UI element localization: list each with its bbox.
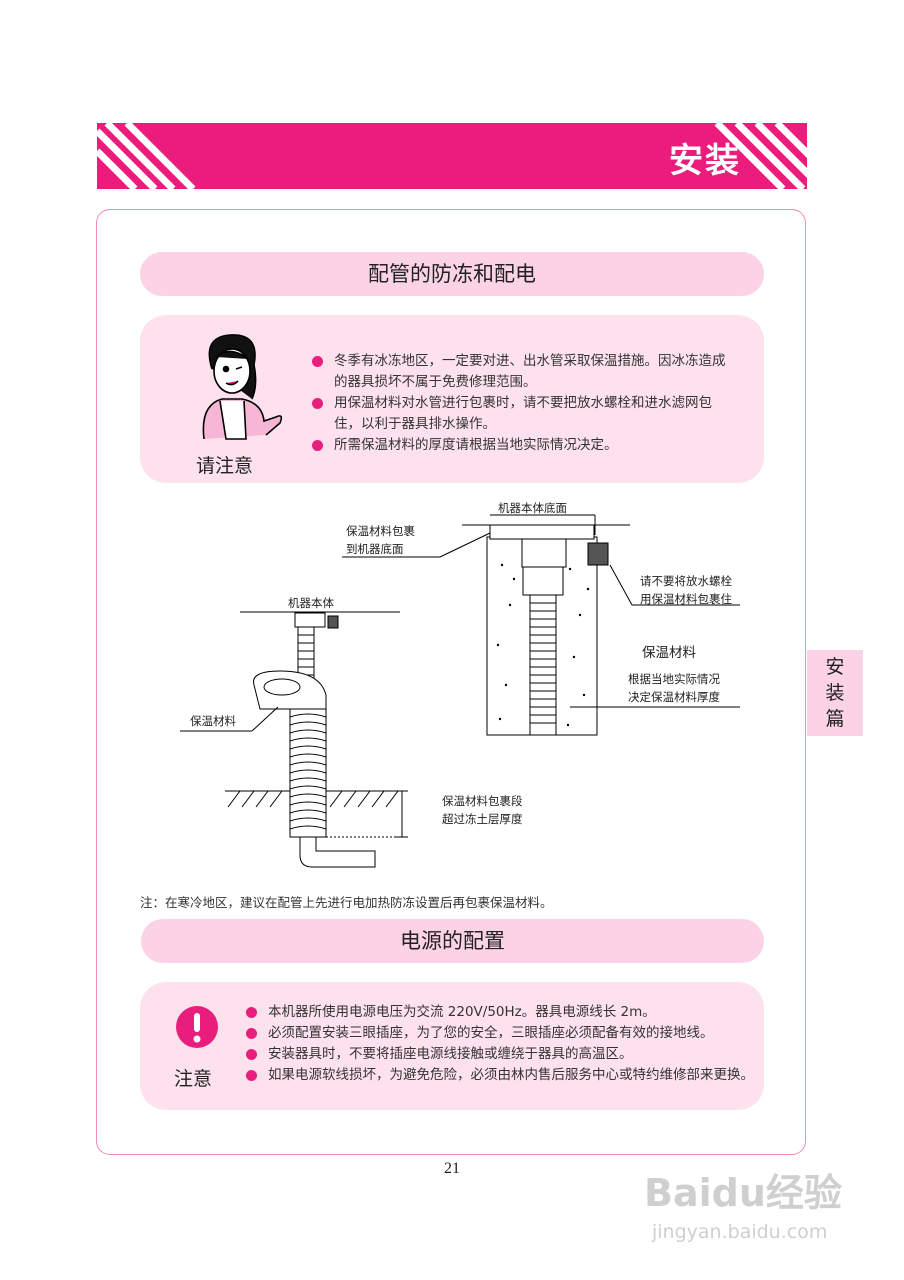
content-panel: [96, 209, 806, 1155]
list-item: 用保温材料对水管进行包裹时，请不要把放水螺栓和进水滤网包住，以利于器具排水操作。: [312, 393, 732, 435]
side-tab-char: 安: [825, 656, 845, 678]
side-tab-char: 篇: [825, 708, 845, 730]
notice-label-please-note: 请注意: [196, 455, 254, 477]
page-number: 21: [444, 1160, 460, 1177]
woman-illustration: [202, 334, 283, 440]
power-bullets: 本机器所使用电源电压为交流 220V/50Hz。器具电源线长 2m。 必须配置安…: [246, 1002, 761, 1086]
footnote: 注：在寒冷地区，建议在配管上先进行电加热防冻设置后再包裹保温材料。: [140, 895, 553, 910]
list-item: 必须配置安装三眼插座，为了您的安全，三眼插座必须配备有效的接地线。: [246, 1023, 761, 1044]
side-tab: 安 装 篇: [807, 650, 863, 736]
watermark-url: jingyan.baidu.com: [651, 1221, 827, 1243]
label-insulation-right: 保温材料: [642, 645, 696, 661]
side-tab-char: 装: [825, 682, 845, 704]
list-item: 冬季有冰冻地区，一定要对进、出水管采取保温措施。因冰冻造成的器具损坏不属于免费修…: [312, 351, 732, 393]
label-exceed-frost-layer: 超过冻土层厚度: [442, 812, 523, 826]
section-title-antifreeze: 配管的防冻和配电: [140, 252, 764, 296]
list-item: 安装器具时，不要将插座电源线接触或缠绕于器具的高温区。: [246, 1044, 761, 1065]
label-machine-bottom: 机器本体底面: [498, 501, 567, 515]
antifreeze-bullets: 冬季有冰冻地区，一定要对进、出水管采取保温措施。因冰冻造成的器具损坏不属于免费修…: [312, 351, 732, 456]
label-wrap-to-bottom-1: 保温材料包裹: [346, 524, 415, 538]
label-insulation-left: 保温材料: [190, 714, 236, 728]
baidu-watermark: Baidu经验 jingyan.baidu.com: [644, 1171, 842, 1243]
label-machine-body: 机器本体: [288, 596, 334, 610]
header-stripes: [97, 123, 807, 189]
watermark-brand: Baidu经验: [644, 1171, 842, 1215]
exclamation-icon: [176, 1006, 218, 1048]
header-bar: 安装: [97, 123, 807, 189]
list-item: 如果电源软线损坏，为避免危险，必须由林内售后服务中心或特约维修部来更换。: [246, 1065, 761, 1086]
notice-box-antifreeze: 请注意 冬季有冰冻地区，一定要对进、出水管采取保温措施。因冰冻造成的器具损坏不属…: [140, 315, 764, 483]
section-title-power: 电源的配置: [141, 919, 764, 963]
label-no-wrap-bolt-1: 请不要将放水螺栓: [640, 574, 732, 588]
list-item: 本机器所使用电源电压为交流 220V/50Hz。器具电源线长 2m。: [246, 1002, 761, 1023]
label-thickness-1: 根据当地实际情况: [628, 672, 720, 686]
label-wrap-to-bottom-2: 到机器底面: [346, 542, 404, 556]
list-item: 所需保温材料的厚度请根据当地实际情况决定。: [312, 435, 732, 456]
page-title: 安装: [669, 141, 741, 181]
notice-label-caution: 注意: [174, 1068, 213, 1090]
label-wrap-segment: 保温材料包裹段: [442, 794, 523, 808]
insulation-diagram: 机器本体 保温材料包裹段 超过冻土层厚度: [180, 501, 740, 868]
notice-box-power: 注意 本机器所使用电源电压为交流 220V/50Hz。器具电源线长 2m。 必须…: [140, 982, 764, 1110]
label-thickness-2: 决定保温材料厚度: [628, 690, 720, 704]
label-no-wrap-bolt-2: 用保温材料包裹住: [640, 592, 732, 606]
